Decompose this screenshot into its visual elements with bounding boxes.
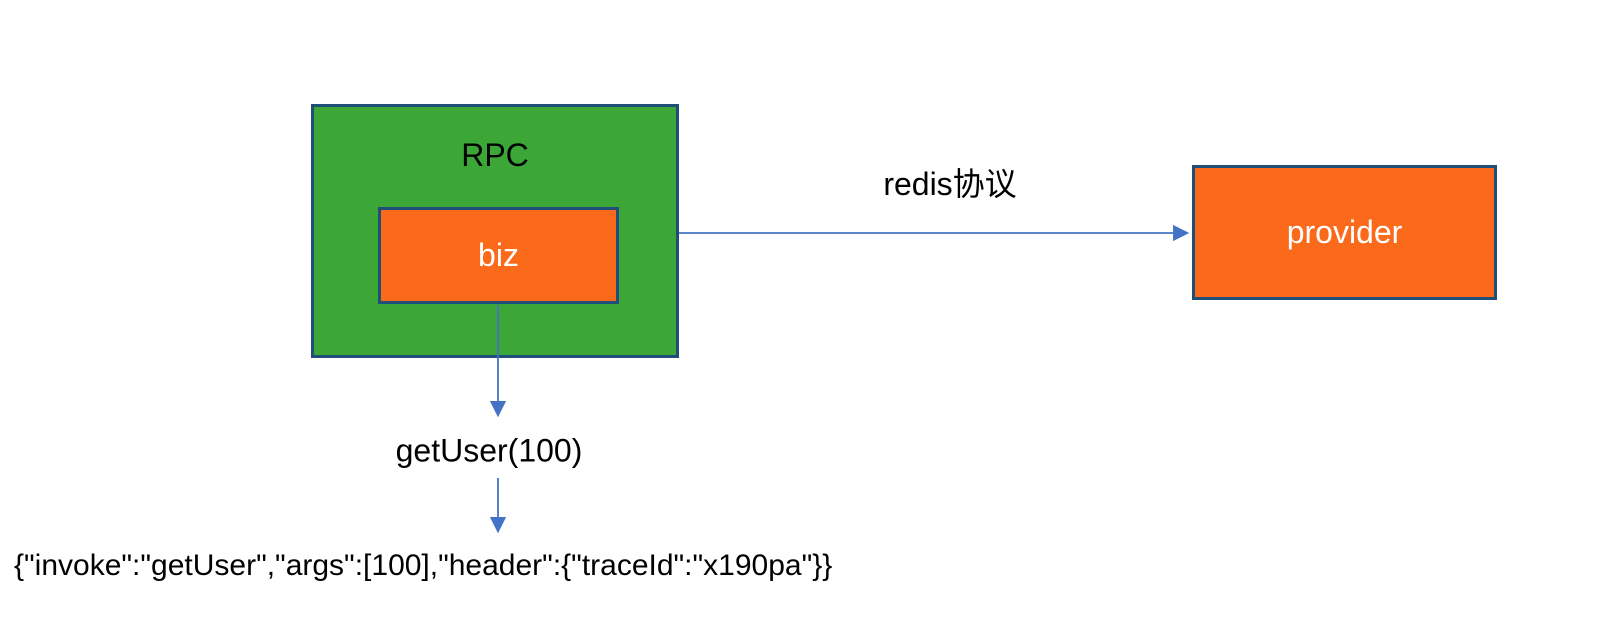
- provider-node-label: provider: [1286, 214, 1403, 250]
- payload-label: {"invoke":"getUser","args":[100],"header…: [14, 549, 833, 582]
- biz-node: biz: [378, 207, 619, 304]
- protocol-label: redis协议: [883, 166, 1017, 202]
- rpc-node-label: RPC: [461, 137, 529, 173]
- biz-node-label: biz: [478, 237, 519, 273]
- call-label: getUser(100): [395, 432, 583, 469]
- provider-node: provider: [1192, 165, 1497, 300]
